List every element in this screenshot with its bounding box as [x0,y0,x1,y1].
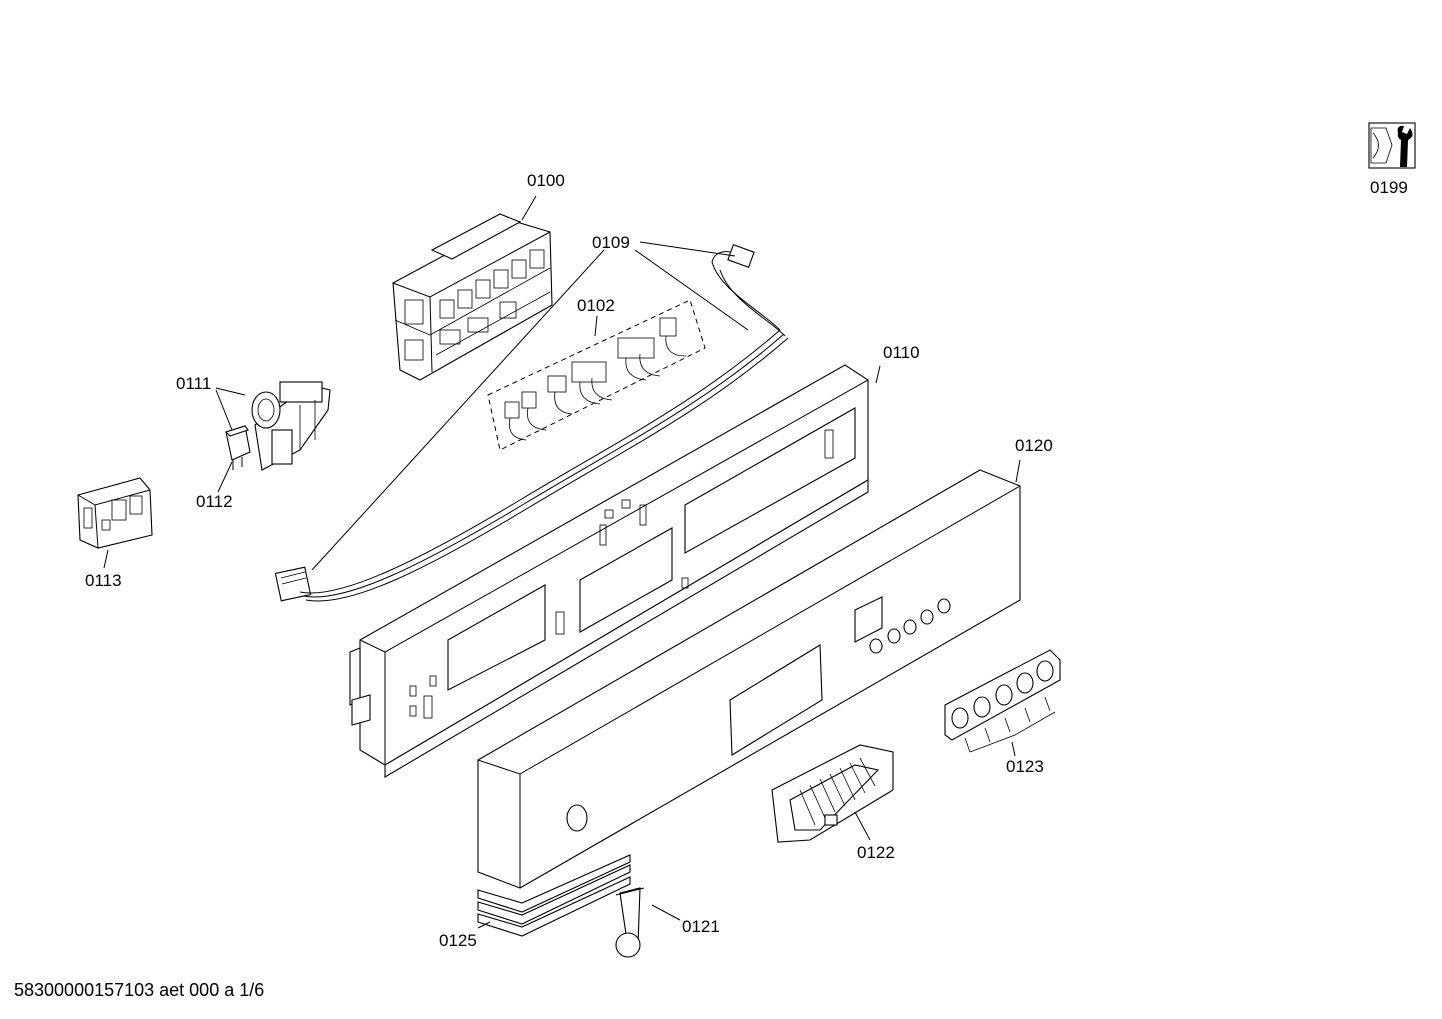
wrench-nut-icon [1368,122,1416,169]
control-panel-frame [349,364,869,778]
label-0120: 0120 [1015,436,1053,455]
pressure-switch [251,381,331,471]
label-0102: 0102 [577,296,615,315]
button-strip [944,649,1061,753]
door-handle [771,744,894,843]
label-0110: 0110 [883,343,920,362]
label-0112: 0112 [196,492,233,511]
label-0113: 0113 [85,571,122,590]
leader-lines [103,195,1021,929]
label-0100: 0100 [527,171,565,190]
interference-filter [224,425,251,470]
label-0111: 0111 [176,374,211,393]
relay-block [77,477,153,549]
control-module [392,213,553,381]
connector-set [487,299,706,451]
label-0109: 0109 [592,233,630,252]
front-fascia-panel [477,469,1021,889]
wiring-harness [274,241,789,602]
part-labels: 0100 0109 0102 0110 0111 0112 0113 0120 … [85,171,1408,950]
label-0123: 0123 [1006,757,1044,776]
label-0125: 0125 [439,931,477,950]
document-code: 58300000157103 aet 000 a 1/6 [14,980,265,1000]
door-release-lever [615,887,645,958]
label-0199: 0199 [1370,178,1408,197]
label-0122: 0122 [857,843,895,862]
seal-strips [477,854,631,937]
label-0121: 0121 [682,917,720,936]
